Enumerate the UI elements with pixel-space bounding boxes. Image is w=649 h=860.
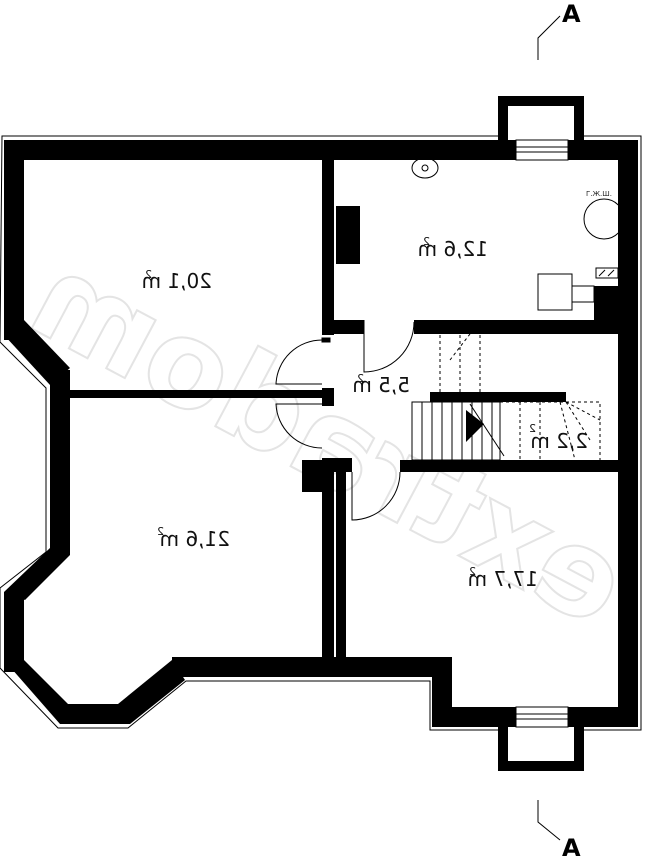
stair-flight [411, 401, 501, 461]
fixtures: Г.Ж.Ш. [411, 157, 625, 311]
room-area-hall: 5,5 m [352, 373, 410, 397]
outer-walls [4, 140, 638, 727]
wall-bottom-mid [172, 657, 437, 677]
wall-center-upper [322, 160, 334, 335]
furnace-icon [537, 273, 573, 311]
fixture-label: Г.Ж.Ш. [586, 190, 612, 198]
stair-arrow [466, 410, 484, 442]
window-bottom-sill [515, 706, 569, 728]
room-area-top-left: 20,1 m [142, 269, 212, 293]
room-unit-bottom-right: 2 [469, 565, 476, 578]
room-area-top-right: 12,6 m [418, 237, 488, 261]
door-bottom-right [351, 471, 401, 521]
wall-boiler-niche [594, 286, 618, 320]
wall-stair-middle [430, 392, 566, 402]
door-top-left [275, 339, 323, 385]
wall-left-divider-end [322, 388, 334, 406]
wall-lower-right-left [336, 472, 346, 660]
wall-hall-bottom [322, 458, 352, 472]
wall-right [618, 140, 638, 727]
wall-lower-right [400, 460, 620, 472]
room-unit-hall: 2 [357, 372, 364, 385]
wall-pillar [302, 460, 322, 492]
boiler-tank-icon [583, 198, 625, 240]
wall-left-bay-3 [4, 548, 70, 600]
room-labels: 20,1 m 2 12,6 m 2 5,5 m 2 2,2 m 2 21,6 m… [142, 235, 588, 591]
section-marker-bottom: A [537, 800, 581, 860]
room-unit-top-right: 2 [423, 235, 430, 248]
door-bottom-left [275, 403, 323, 449]
room-unit-top-left: 2 [145, 268, 152, 281]
wall-left-upper [4, 140, 24, 340]
doors [275, 320, 415, 521]
window-top-sill [515, 139, 569, 161]
wall-bottom-left-diag [4, 660, 68, 724]
room-area-bottom-left: 21,6 m [160, 527, 230, 551]
wall-upper-right-b [414, 320, 620, 334]
sink-icon [411, 157, 439, 179]
section-marker-top: A [537, 0, 581, 60]
chimney [336, 206, 360, 264]
stairs [411, 333, 601, 461]
section-letter-bottom: A [562, 834, 581, 860]
wall-bottom-left [60, 704, 130, 724]
room-area-stairs: 2,2 m [530, 429, 588, 453]
room-unit-bottom-left: 2 [157, 525, 164, 538]
wall-top [4, 140, 638, 160]
outer-outline [0, 135, 642, 731]
windows [498, 96, 584, 771]
room-area-bottom-right: 17,7 m [468, 567, 538, 591]
room-unit-stairs: 2 [529, 422, 536, 435]
wall-upper-right-a [334, 320, 364, 334]
door-top-right [363, 320, 415, 373]
wall-left-bay-2 [50, 370, 70, 555]
window-top-inner [508, 106, 574, 140]
wall-left-divider [70, 390, 330, 398]
wall-center-lower [322, 470, 334, 660]
wall-left-bay-1 [4, 320, 70, 385]
wall-bottom-bay-diag [118, 660, 185, 724]
window-bottom-inner [508, 727, 574, 761]
meter-icon [595, 267, 619, 279]
wall-left-lower [4, 592, 24, 672]
internal-walls [70, 160, 620, 660]
section-letter-top: A [562, 0, 581, 28]
